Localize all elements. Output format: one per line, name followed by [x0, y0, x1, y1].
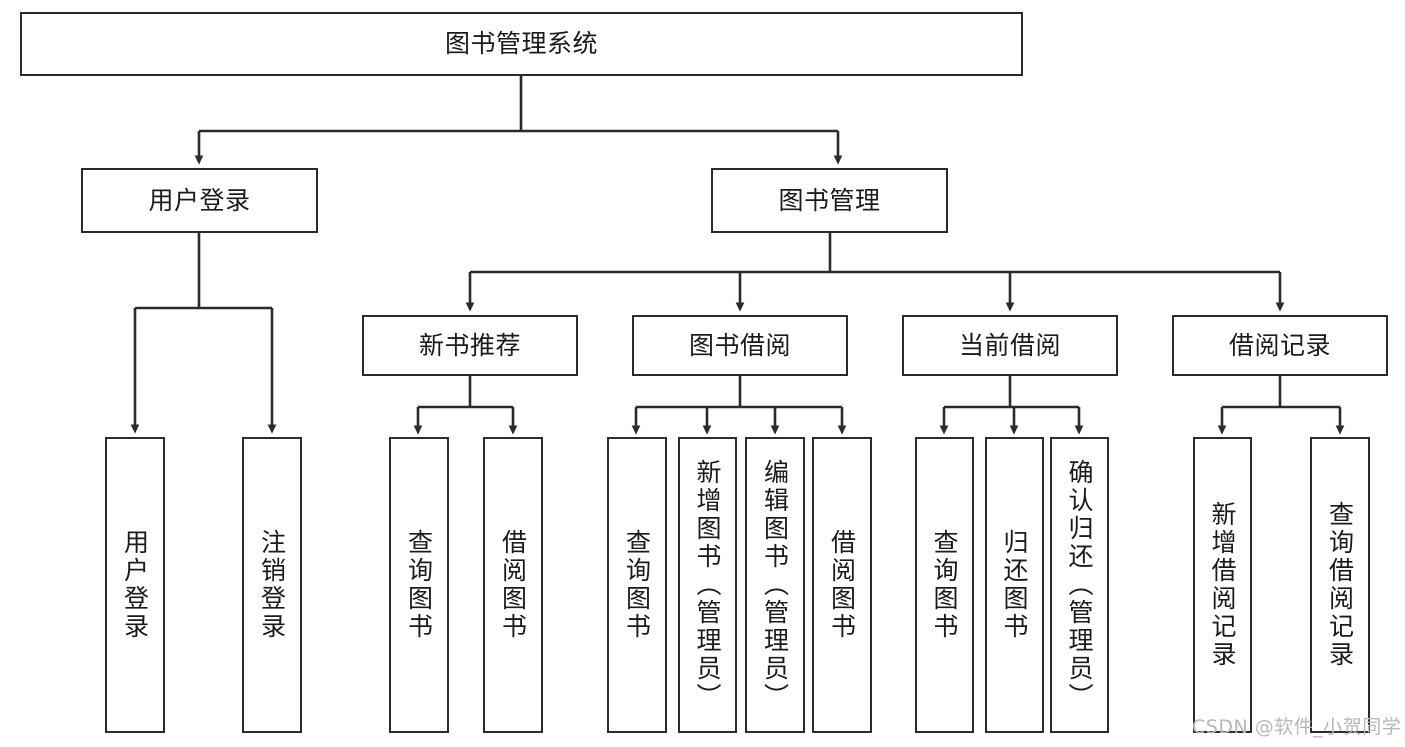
node-leaf-query-book-1-label: 查询图书	[404, 529, 434, 641]
node-leaf-query-book-1[interactable]: 查询图书	[389, 437, 449, 733]
node-leaf-logout-label: 注销登录	[257, 529, 287, 641]
node-book-borrow[interactable]: 图书借阅	[632, 315, 848, 376]
node-borrow-record-label: 借阅记录	[1228, 330, 1331, 360]
node-new-book-rec[interactable]: 新书推荐	[362, 315, 578, 376]
node-leaf-add-record-label: 新增借阅记录	[1208, 501, 1237, 669]
node-leaf-edit-book-label: 编辑图书（管理员）	[760, 459, 790, 711]
node-book-manage-label: 图书管理	[778, 185, 881, 215]
node-book-borrow-label: 图书借阅	[688, 330, 791, 360]
node-current-borrow-label: 当前借阅	[958, 330, 1061, 360]
node-leaf-return-book[interactable]: 归还图书	[985, 437, 1044, 733]
node-leaf-query-book-2[interactable]: 查询图书	[607, 437, 667, 733]
node-leaf-borrow-book-2[interactable]: 借阅图书	[812, 437, 872, 733]
node-leaf-confirm-return-label: 确认归还（管理员）	[1065, 459, 1094, 711]
node-leaf-add-record[interactable]: 新增借阅记录	[1193, 437, 1252, 733]
node-leaf-user-login-label: 用户登录	[120, 529, 150, 641]
node-root[interactable]: 图书管理系统	[20, 12, 1023, 76]
csdn-watermark: CSDN @软件_小贺同学	[1192, 716, 1402, 738]
node-leaf-borrow-book-1-label: 借阅图书	[498, 529, 528, 641]
node-borrow-record[interactable]: 借阅记录	[1172, 315, 1388, 376]
node-leaf-add-book-label: 新增图书（管理员）	[693, 459, 722, 711]
node-leaf-query-book-3[interactable]: 查询图书	[915, 437, 974, 733]
node-leaf-query-record[interactable]: 查询借阅记录	[1310, 437, 1370, 733]
node-leaf-query-book-3-label: 查询图书	[930, 529, 959, 641]
node-leaf-borrow-book-2-label: 借阅图书	[827, 529, 857, 641]
node-leaf-user-login[interactable]: 用户登录	[105, 437, 165, 733]
node-leaf-logout[interactable]: 注销登录	[242, 437, 302, 733]
node-leaf-borrow-book-1[interactable]: 借阅图书	[483, 437, 543, 733]
node-book-manage[interactable]: 图书管理	[711, 168, 948, 233]
node-leaf-add-book[interactable]: 新增图书（管理员）	[678, 437, 737, 733]
node-current-borrow[interactable]: 当前借阅	[902, 315, 1118, 376]
node-leaf-edit-book[interactable]: 编辑图书（管理员）	[745, 437, 805, 733]
node-user-login[interactable]: 用户登录	[81, 168, 318, 233]
node-leaf-query-book-2-label: 查询图书	[622, 529, 652, 641]
node-new-book-rec-label: 新书推荐	[418, 330, 521, 360]
node-user-login-label: 用户登录	[148, 185, 251, 215]
node-leaf-confirm-return[interactable]: 确认归还（管理员）	[1050, 437, 1109, 733]
node-root-label: 图书管理系统	[444, 29, 598, 58]
node-leaf-return-book-label: 归还图书	[1000, 529, 1029, 641]
node-leaf-query-record-label: 查询借阅记录	[1325, 501, 1355, 669]
